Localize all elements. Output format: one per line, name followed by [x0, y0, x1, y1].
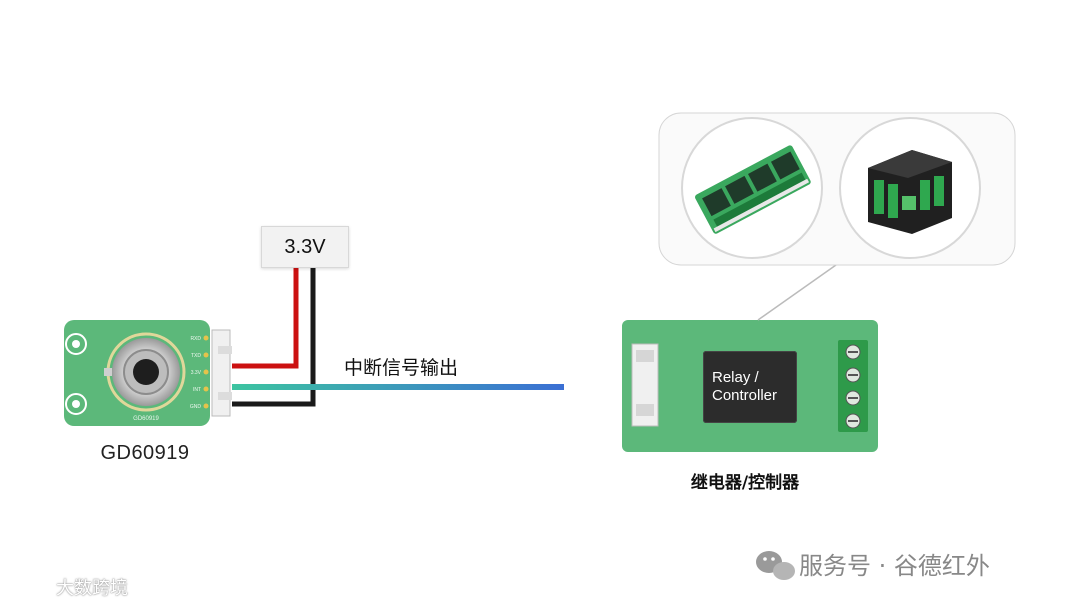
- footer-watermark-right: 服务号 · 谷德红外: [755, 546, 990, 581]
- mount-hole-top: [65, 333, 87, 355]
- pin-pad: [203, 403, 209, 409]
- pin-labels: RXD TXD 3.3V INT GND: [190, 335, 209, 410]
- pin-pad: [203, 369, 209, 375]
- chip-line-2: Controller: [712, 387, 778, 404]
- watermark-text-left: 大数跨境: [56, 578, 128, 599]
- sensor-board: GD60919 RXD TXD 3.3V INT GND: [64, 320, 232, 426]
- board-model-text: GD60919: [133, 416, 159, 422]
- callout-leader: [757, 264, 837, 321]
- power-wires: [232, 266, 316, 407]
- pin-label-int: INT: [193, 387, 201, 393]
- pin-pad: [203, 335, 209, 341]
- mount-hole-bottom: [65, 393, 87, 415]
- terminal-block: [838, 340, 868, 432]
- sensor-connector: [211, 329, 231, 417]
- controller-image: [839, 117, 981, 259]
- footer-watermark-left: 大数跨境: [6, 574, 128, 600]
- voltage-label-box: 3.3V: [261, 226, 349, 268]
- pin-label-rxd: RXD: [190, 336, 201, 342]
- pin-pad: [203, 352, 209, 358]
- pin-pad: [203, 386, 209, 392]
- voltage-label: 3.3V: [284, 235, 326, 258]
- signal-output-label: 中断信号输出: [344, 357, 459, 379]
- relay-module-image: [681, 117, 823, 259]
- watermark-text-right: 服务号 · 谷德红外: [799, 552, 990, 580]
- relay-controller-chip: Relay / Controller: [703, 351, 797, 423]
- pin-label-txd: TXD: [191, 353, 201, 359]
- chip-line-1: Relay /: [712, 369, 759, 386]
- pin-label-33v: 3.3V: [191, 370, 202, 376]
- relay-controller-label: 继电器/控制器: [690, 473, 800, 493]
- sensor-window: [133, 359, 159, 385]
- signal-wire: [232, 384, 564, 390]
- black-wire: [232, 266, 316, 407]
- wechat-icon: [756, 551, 795, 580]
- pin-label-gnd: GND: [190, 404, 202, 410]
- sensor-name-label: GD60919: [100, 442, 190, 464]
- red-wire: [232, 266, 299, 369]
- brand-logo-icon: [8, 577, 51, 597]
